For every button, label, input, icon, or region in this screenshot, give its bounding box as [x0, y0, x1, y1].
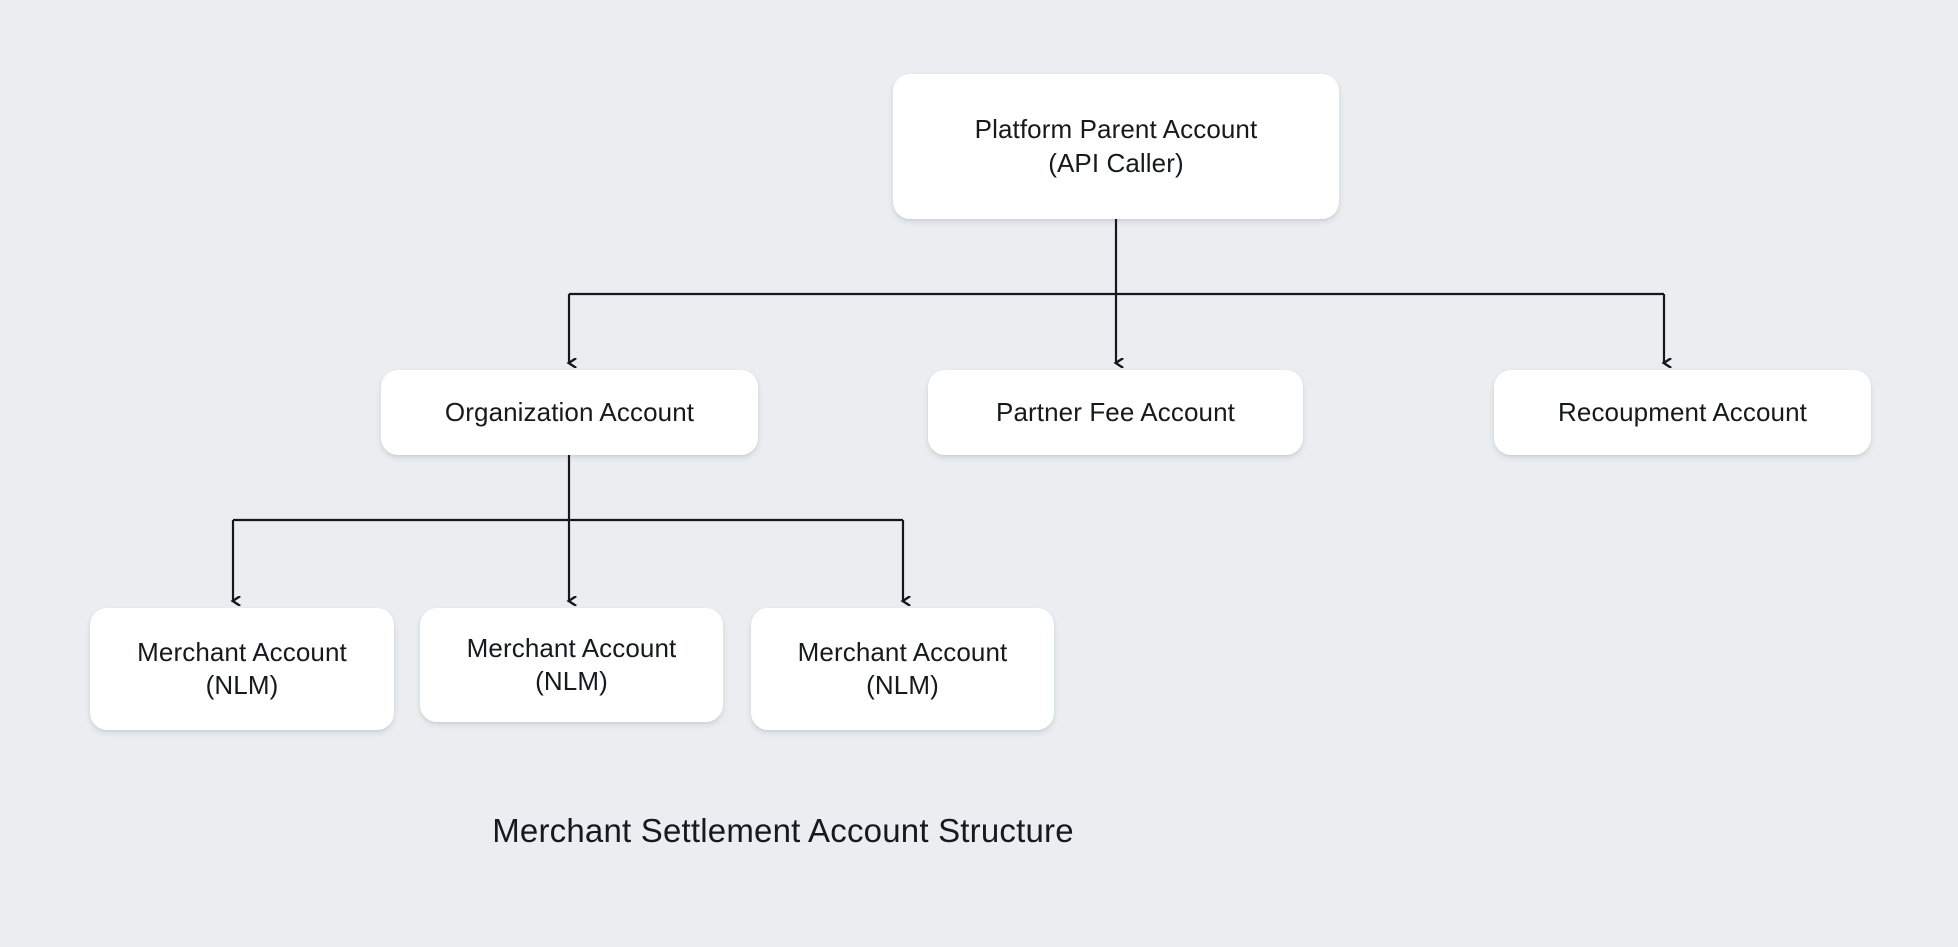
edge-group-level1	[569, 219, 1664, 363]
node-platform-parent-account-label: Platform Parent Account (API Caller)	[974, 114, 1258, 178]
diagram-title: Merchant Settlement Account Structure	[492, 812, 1074, 849]
node-organization-account[interactable]: Organization Account	[381, 370, 758, 455]
edge-group-level2	[233, 455, 903, 601]
node-organization-account-label: Organization Account	[444, 396, 695, 427]
node-partner-fee-account-label: Partner Fee Account	[996, 396, 1235, 427]
node-platform-parent-account[interactable]: Platform Parent Account (API Caller)	[893, 74, 1339, 219]
node-partner-fee-account[interactable]: Partner Fee Account	[928, 370, 1303, 455]
node-merchant-account-1-label: Merchant Account (NLM)	[137, 636, 347, 700]
node-merchant-account-3-label: Merchant Account (NLM)	[797, 636, 1008, 700]
node-merchant-account-3[interactable]: Merchant Account (NLM)	[751, 608, 1054, 730]
node-merchant-account-1[interactable]: Merchant Account (NLM)	[90, 608, 394, 730]
node-recoupment-account-label: Recoupment Account	[1558, 396, 1807, 427]
node-merchant-account-2-label: Merchant Account (NLM)	[466, 632, 677, 696]
node-merchant-account-2[interactable]: Merchant Account (NLM)	[420, 608, 723, 722]
diagram-title-wrapper: Merchant Settlement Account Structure	[0, 812, 1958, 850]
node-recoupment-account[interactable]: Recoupment Account	[1494, 370, 1871, 455]
